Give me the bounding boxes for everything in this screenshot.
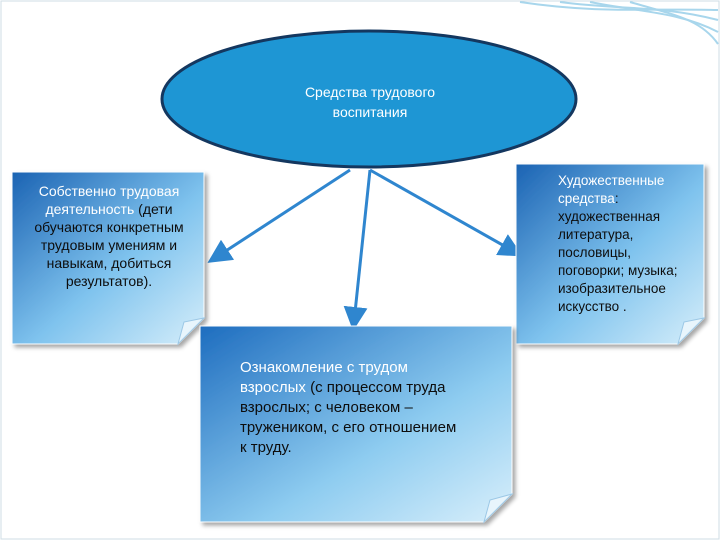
bottom-card-body: (с процессом труда взрослых; с человеком… [240, 379, 457, 456]
arrow-to-right-card [369, 168, 523, 257]
bottom-card-highlight: Ознакомление с трудом взрослых [240, 359, 408, 396]
left-card-highlight: Собственно трудовая деятельность [38, 183, 180, 217]
left-card-body: (дети обучаются конкретным трудовым умен… [34, 201, 184, 289]
decorative-waves [519, 1, 719, 45]
right-card-highlight: Художественные средства [558, 173, 665, 206]
right-card-curl [677, 317, 706, 346]
arrow-to-left-card [207, 168, 351, 263]
arrows [207, 168, 523, 331]
center-ellipse-title: Средства трудового воспитания [304, 84, 436, 120]
right-card-text: Художественные средства: художественная … [558, 172, 702, 316]
left-card-curl [177, 317, 206, 346]
bottom-card-curl [483, 493, 514, 524]
right-card-body: : художественная литература, пословицы, … [558, 191, 678, 314]
left-card-text: Собственно трудовая деятельность (дети о… [18, 182, 200, 290]
center-ellipse [160, 29, 578, 169]
bottom-card-text: Ознакомление с трудом взрослых (с процес… [240, 358, 510, 458]
arrow-to-bottom-card [343, 169, 372, 331]
